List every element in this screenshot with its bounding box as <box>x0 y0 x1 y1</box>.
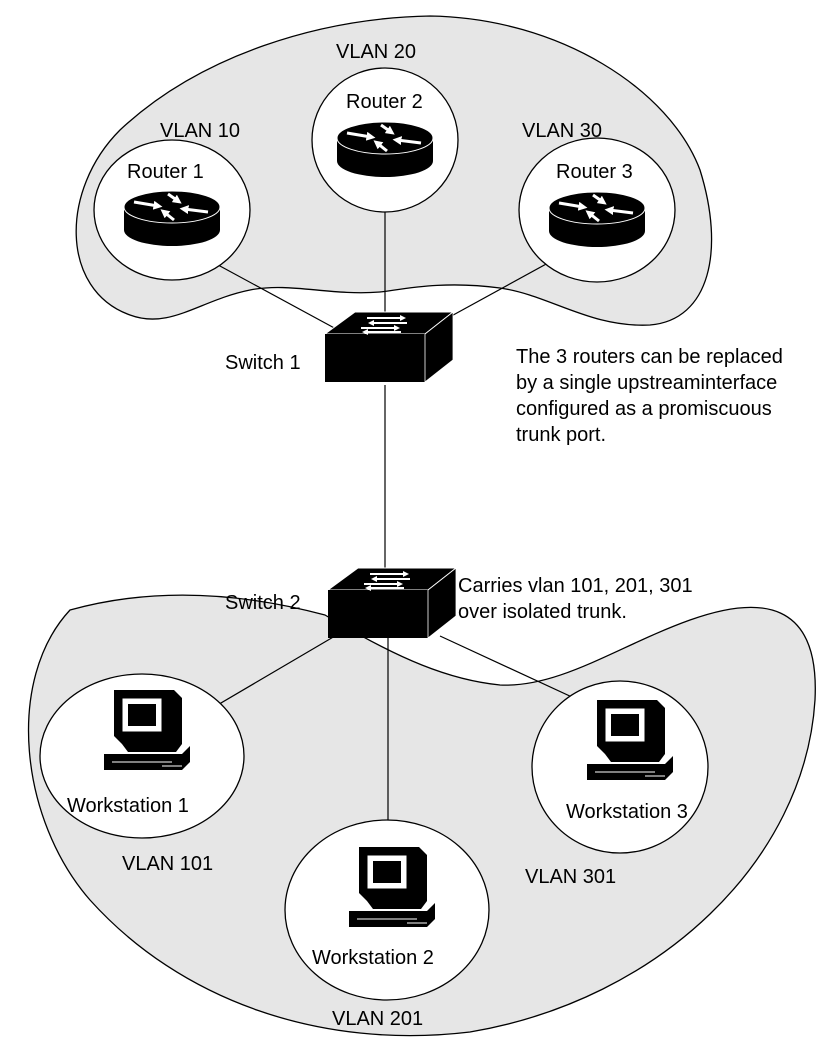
switch1-icon <box>323 311 455 383</box>
router-icon <box>548 191 646 247</box>
vlan-10-label: VLAN 10 <box>160 120 240 142</box>
note-line: over isolated trunk. <box>458 601 627 623</box>
note-line: configured as a promiscuous <box>516 398 772 420</box>
vlan-20-label: VLAN 20 <box>336 41 416 63</box>
vlan-30-label: VLAN 30 <box>522 120 602 142</box>
router-icon <box>336 121 434 177</box>
workstation1-icon <box>104 690 190 770</box>
promiscuous-note: The 3 routers can be replaced by a singl… <box>516 346 783 446</box>
workstation3-label: Workstation 3 <box>566 801 688 823</box>
isolated-note: Carries vlan 101, 201, 301 over isolated… <box>458 575 693 623</box>
note-line: The 3 routers can be replaced <box>516 346 783 368</box>
vlan-101-label: VLAN 101 <box>122 853 213 875</box>
workstation2-label: Workstation 2 <box>312 947 434 969</box>
router-icon <box>123 190 221 246</box>
note-line: by a single upstreaminterface <box>516 372 777 394</box>
router2-label: Router 2 <box>346 91 423 113</box>
vlan-301-label: VLAN 301 <box>525 866 616 888</box>
router1-label: Router 1 <box>127 161 204 183</box>
switch2-label: Switch 2 <box>225 592 301 614</box>
workstation2-icon <box>349 847 435 927</box>
note-line: Carries vlan 101, 201, 301 <box>458 575 693 597</box>
note-line: trunk port. <box>516 424 606 446</box>
router3-label: Router 3 <box>556 161 633 183</box>
workstation1-label: Workstation 1 <box>67 795 189 817</box>
ws2-vlan-circle <box>284 819 490 1001</box>
switch1-label: Switch 1 <box>225 352 301 374</box>
vlan-201-label: VLAN 201 <box>332 1008 423 1030</box>
workstation3-icon <box>587 700 673 780</box>
switch2-icon <box>326 567 458 639</box>
